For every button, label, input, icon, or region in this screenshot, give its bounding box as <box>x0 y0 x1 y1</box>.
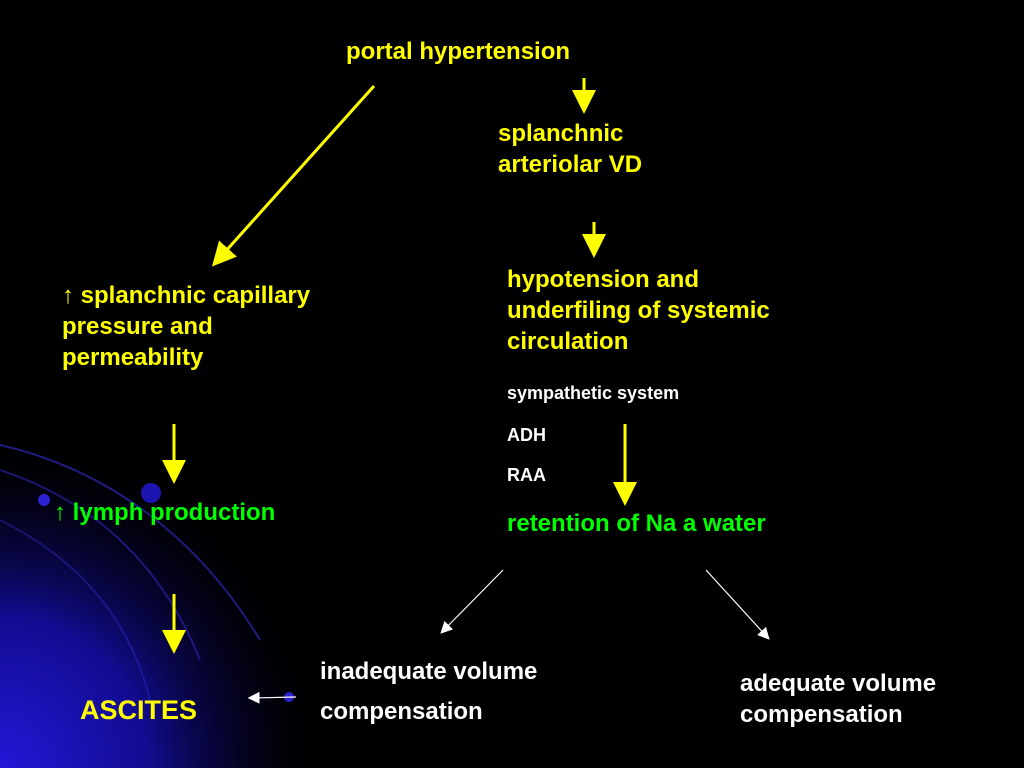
node-line-text: splanchnic capillary <box>80 282 311 309</box>
node-portal-hypertension: portal hypertension <box>346 38 571 65</box>
mediator-adh: ADH <box>507 425 546 445</box>
decorative-arc <box>0 444 261 641</box>
node-hypotension: hypotension and underfiling of systemic … <box>507 264 770 358</box>
node-retention: retention of Na a water <box>507 510 766 537</box>
node-line: adequate volume <box>740 670 937 697</box>
arrow-retention-to-adequate <box>705 569 770 640</box>
mediator-sympathetic: sympathetic system <box>507 383 680 403</box>
node-line: compensation <box>740 701 903 729</box>
decorative-dot <box>38 494 50 506</box>
blue-gradient-shape <box>0 428 330 768</box>
increase-arrow-icon: ↑ <box>54 499 66 526</box>
node-inadequate-compensation: inadequate volume compensation <box>320 652 537 732</box>
decorative-dot <box>141 483 161 503</box>
increase-arrow-icon: ↑ <box>62 282 74 309</box>
mediator-raa: RAA <box>507 465 546 485</box>
node-line: circulation <box>507 328 629 356</box>
node-line: arteriolar VD <box>498 151 643 179</box>
node-line: compensation <box>320 698 483 725</box>
node-lymph-production: ↑ lymph production <box>54 497 275 528</box>
arrow-portal-to-capillary <box>211 84 376 267</box>
node-line: splanchnic <box>498 120 624 147</box>
node-line: pressure and <box>62 313 213 341</box>
decorative-arc <box>0 519 151 701</box>
arrow-retention-to-inadequate <box>440 569 504 634</box>
decorative-arc <box>0 469 201 661</box>
node-ascites: ASCITES <box>80 695 198 725</box>
node-line-text: lymph production <box>72 499 276 526</box>
node-adequate-compensation: adequate volume compensation <box>740 668 936 730</box>
node-capillary-pressure: ↑ splanchnic capillary pressure and perm… <box>62 280 310 374</box>
arrow-inadequate-to-ascites <box>247 691 297 704</box>
node-line: hypotension and <box>507 266 699 293</box>
node-line: inadequate volume <box>320 658 538 685</box>
node-line: ↑ splanchnic capillary <box>62 280 310 311</box>
node-line: underfiling of systemic <box>507 297 770 325</box>
node-line: permeability <box>62 344 204 372</box>
node-splanchnic-vd: splanchnic arteriolar VD <box>498 118 642 180</box>
